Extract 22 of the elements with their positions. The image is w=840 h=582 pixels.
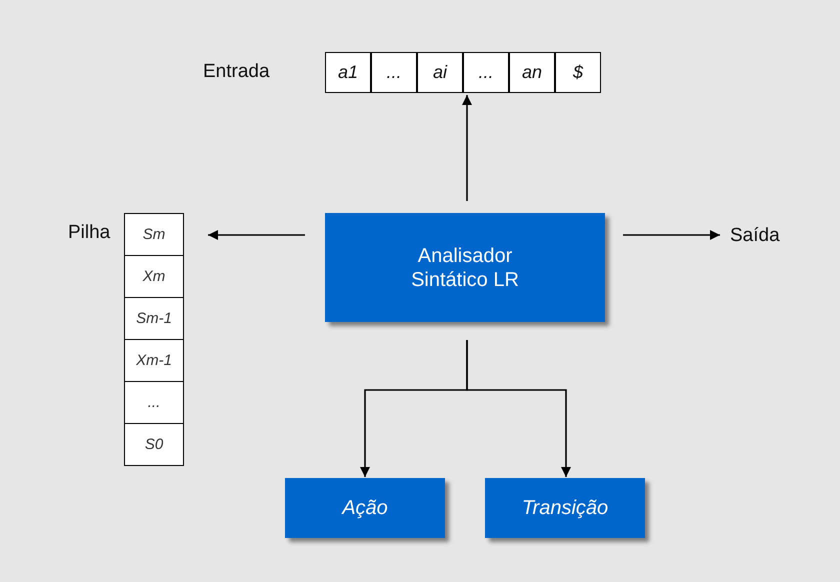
tape-cell: Xm [124, 255, 184, 298]
tape-cell: Xm-1 [124, 339, 184, 382]
tape-cell: an [509, 52, 555, 93]
output-label: Saída [730, 222, 800, 250]
tape-cell: ... [124, 381, 184, 424]
tape-cell: ai [417, 52, 463, 93]
arrow [466, 340, 571, 477]
arrow [623, 230, 720, 240]
stack-label: Pilha [68, 222, 110, 244]
arrow [208, 230, 305, 240]
tape-cell: Sm [124, 213, 184, 256]
tape-cell: Sm-1 [124, 297, 184, 340]
process-box: Ação [285, 478, 445, 538]
tape-cell: a1 [325, 52, 371, 93]
tape-cell: ... [371, 52, 417, 93]
tape-cell: ... [463, 52, 509, 93]
arrow [462, 95, 472, 201]
tape-cell: S0 [124, 423, 184, 466]
process-box: Analisador Sintático LR [325, 213, 605, 322]
process-box: Transição [485, 478, 645, 538]
tape-cell: $ [555, 52, 601, 93]
tape-label: Entrada [203, 61, 270, 83]
